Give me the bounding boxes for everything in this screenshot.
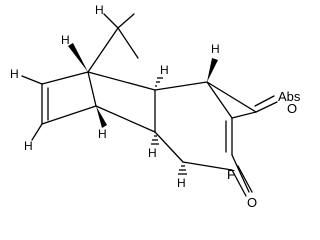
bond-c9-c11-link [231, 111, 257, 119]
bond-c3-c4 [41, 105, 97, 125]
atom-h-center-bot: H [98, 127, 107, 141]
bond-bridge-h-right [117, 13, 135, 29]
bond-c6-c8 [154, 131, 184, 163]
bond-c7-c10 [206, 81, 233, 119]
bond-c1-c2 [41, 71, 89, 85]
atom-o-lower: O [247, 195, 258, 210]
atom-h-bottom: H [148, 146, 157, 160]
bond-c11-c12 [231, 154, 250, 193]
bond-c12-o-double [237, 165, 253, 193]
bond-c3-h [31, 123, 43, 141]
atom-h-left-bot: H [24, 139, 33, 153]
molecule-canvas: H H H H H H H H H Abs O F O [10, 3, 301, 210]
atom-h-left-top: H [61, 33, 70, 47]
wedge-c1-h [68, 43, 88, 72]
bond-c4-c6 [95, 105, 156, 133]
bond-bridge-right [117, 27, 139, 59]
bond-c5-c7 [154, 81, 208, 91]
bond-bridge-left [87, 27, 119, 73]
bond-c9-o [255, 101, 278, 113]
bond-c12-o [231, 169, 247, 197]
bond-c1-c4 [87, 71, 97, 107]
bond-c8-c12 [182, 161, 233, 171]
bond-c1-c5 [87, 71, 156, 91]
atom-abs-label: Abs [278, 89, 301, 104]
bond-bridge-h-left [103, 13, 119, 29]
structure-drawing [21, 13, 278, 197]
atom-h-left-mid: H [10, 67, 19, 81]
atom-h-lower-right: H [177, 176, 186, 190]
wedge-c4-h [96, 106, 107, 128]
wedge-c7-h [207, 58, 218, 82]
atom-o-upper: O [287, 101, 298, 116]
atom-h-right-top: H [211, 42, 220, 56]
bond-c9-o-double [254, 95, 275, 107]
atom-h-center-top: H [160, 63, 169, 77]
bond-c2-h [21, 75, 43, 85]
atom-h-bridge: H [95, 3, 104, 17]
atom-f-label: F [227, 167, 235, 182]
bond-c7-c9 [206, 81, 257, 113]
